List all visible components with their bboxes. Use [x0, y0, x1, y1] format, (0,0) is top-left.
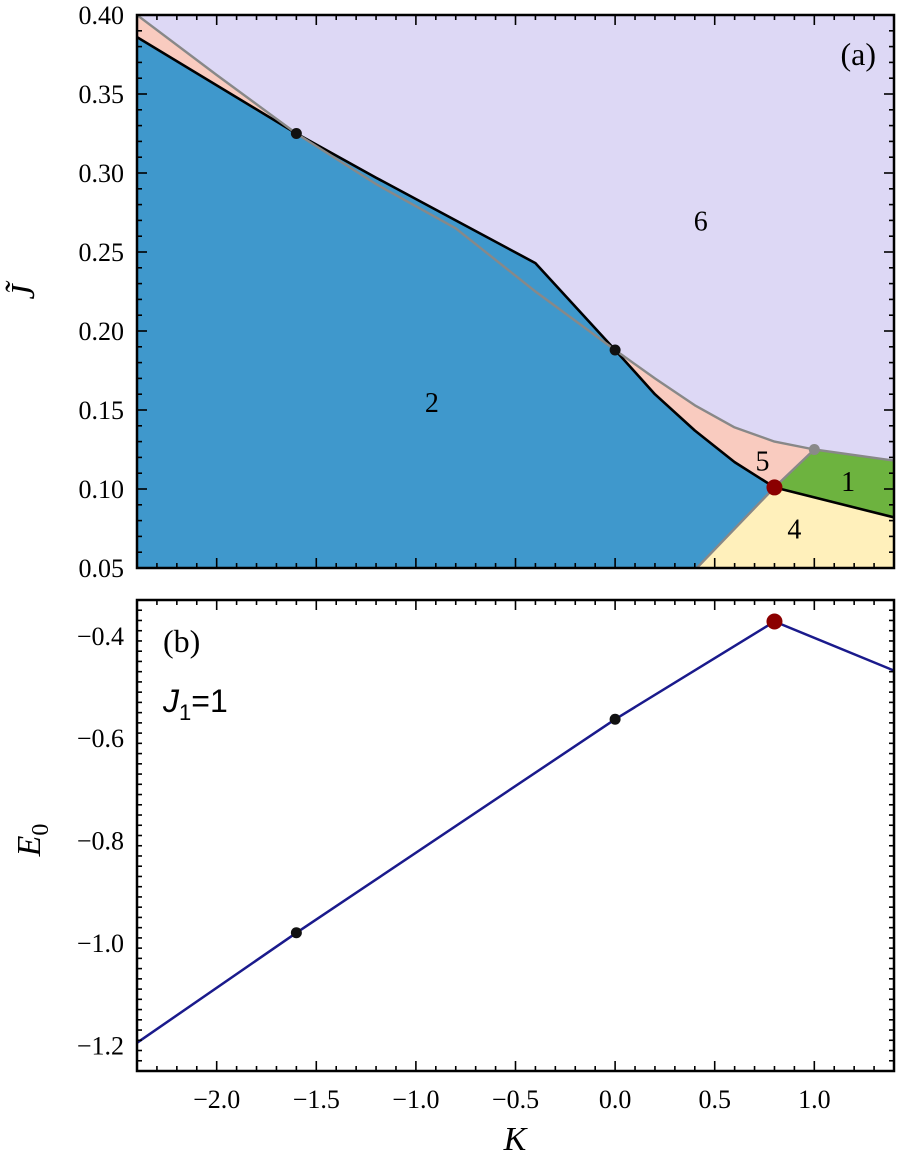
- y-tick-label-b: −0.6: [77, 724, 124, 753]
- y-tick-label-a: 0.20: [79, 317, 125, 346]
- energy-point-0: [290, 927, 302, 939]
- energy-series-0: [137, 620, 894, 1044]
- region-label-1: 1: [841, 467, 855, 498]
- x-tick-label: −1.5: [293, 1085, 340, 1114]
- boundary-line-2: [137, 15, 815, 451]
- y-tick-label-b: −1.0: [77, 929, 124, 958]
- x-axis-title: K: [503, 1121, 529, 1157]
- critical-points: [290, 128, 820, 496]
- region-label-4: 4: [787, 515, 801, 546]
- coupling-annotation: J1=1: [162, 683, 228, 725]
- panel-a-ticks: [136, 14, 895, 569]
- energy-point-1: [609, 713, 621, 725]
- boundary-line-1: [774, 486, 894, 519]
- y-tick-label-b: −0.4: [77, 622, 124, 651]
- y-tick-label-a: 0.25: [79, 238, 125, 267]
- phase-point-3: [766, 479, 783, 496]
- x-tick-labels: −2.0 −1.5 −1.0 −0.5 0.0 0.5 1.0: [193, 1085, 830, 1114]
- energy-points: [290, 613, 783, 939]
- region-4: [696, 487, 894, 568]
- region-label-6: 6: [694, 206, 708, 237]
- y-tick-label-a: 0.10: [79, 475, 125, 504]
- phase-boundaries: [137, 15, 894, 568]
- boundary-line-4: [773, 448, 816, 489]
- energy-point-2: [766, 613, 783, 630]
- region-label-5: 5: [756, 447, 770, 478]
- panel-b-energy: −0.4 −0.6 −0.8 −1.0 −1.2 −2.0 −1.5 −1.0 −0.5 0.0…: [11, 598, 896, 1157]
- x-tick-label: 1.0: [798, 1085, 831, 1114]
- energy-curve: [137, 620, 894, 1044]
- panel-b-label: (b): [163, 623, 200, 659]
- panel-b-frame: [135, 598, 896, 1073]
- phase-point-0: [290, 128, 302, 139]
- panel-b-ticks: [136, 599, 895, 1072]
- y-tick-label-b: −1.2: [77, 1031, 124, 1060]
- y-tick-label-a: 0.40: [79, 1, 125, 30]
- boundary-line-0: [137, 35, 776, 489]
- phase-point-2: [808, 444, 820, 455]
- panel-a-phase-diagram: 1 2 4 5 6 0.05 0.10 0.15 0.20 0.25 0.30 0.35 0.40 (…: [5, 1, 896, 583]
- panel-a-y-tick-labels: 0.05 0.10 0.15 0.20 0.25 0.30 0.35 0.40: [79, 1, 125, 583]
- x-tick-label: −2.0: [193, 1085, 240, 1114]
- boundary-line-5: [695, 486, 776, 568]
- boundary-line-3: [814, 448, 894, 462]
- x-tick-label: 0.5: [698, 1085, 731, 1114]
- region-2: [137, 37, 775, 568]
- y-axis-title-a: J̃: [5, 280, 42, 299]
- phase-point-1: [609, 344, 621, 356]
- y-tick-label-a: 0.30: [79, 159, 125, 188]
- x-tick-label: −0.5: [492, 1085, 539, 1114]
- region-labels: 1 2 4 5 6: [425, 206, 855, 545]
- y-tick-label-a: 0.35: [79, 80, 125, 109]
- panel-b-y-tick-labels: −0.4 −0.6 −0.8 −1.0 −1.2: [77, 622, 124, 1061]
- y-tick-label-a: 0.05: [79, 554, 125, 583]
- region-label-2: 2: [425, 388, 439, 419]
- panel-a-y-axis-title: J̃: [5, 280, 42, 299]
- y-tick-label-b: −0.8: [77, 827, 124, 856]
- region-1: [774, 449, 894, 518]
- y-axis-title-b: E0: [11, 824, 54, 858]
- x-tick-label: 0.0: [599, 1085, 632, 1114]
- panel-a-label: (a): [840, 36, 876, 72]
- x-tick-label: −1.0: [392, 1085, 439, 1114]
- y-tick-label-a: 0.15: [79, 396, 125, 425]
